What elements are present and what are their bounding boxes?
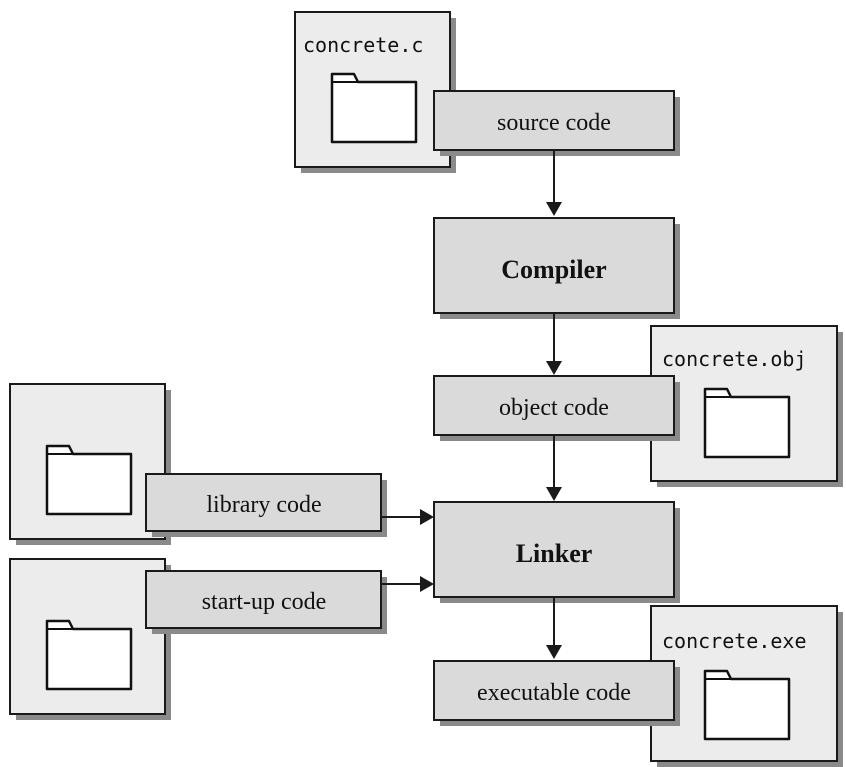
arrow-object-to-linker: [546, 436, 562, 501]
object-code-label-box: object code: [433, 375, 680, 441]
object-code-label: object code: [499, 395, 609, 421]
object-file-name: concrete.obj: [662, 347, 807, 371]
executable-code-label-box: executable code: [433, 660, 680, 726]
folder-icon: [330, 72, 418, 144]
linker-box: Linker: [433, 501, 680, 603]
executable-file-panel: concrete.exe: [650, 605, 843, 767]
folder-icon: [45, 619, 133, 691]
arrow-source-to-compiler: [546, 151, 562, 216]
library-file-panel: [9, 383, 171, 545]
arrow-startup-to-linker: [382, 576, 434, 592]
arrow-library-to-linker: [382, 509, 434, 525]
source-code-label: source code: [497, 110, 611, 136]
arrow-compiler-to-object: [546, 314, 562, 375]
startup-code-label-box: start-up code: [145, 570, 387, 634]
source-file-panel: concrete.c: [294, 11, 456, 173]
arrow-linker-to-executable: [546, 598, 562, 659]
linker-label: Linker: [516, 539, 593, 568]
folder-icon: [703, 387, 791, 459]
executable-code-label: executable code: [477, 680, 631, 706]
startup-code-label: start-up code: [202, 589, 327, 615]
library-code-label-box: library code: [145, 473, 387, 537]
compiler-box: Compiler: [433, 217, 680, 319]
source-file-name: concrete.c: [303, 33, 423, 57]
source-code-label-box: source code: [433, 90, 680, 156]
object-file-panel: concrete.obj: [650, 325, 843, 487]
library-code-label: library code: [206, 492, 321, 518]
executable-file-name: concrete.exe: [662, 629, 807, 653]
folder-icon: [45, 444, 133, 516]
folder-icon: [703, 669, 791, 741]
compiler-label: Compiler: [501, 255, 606, 284]
